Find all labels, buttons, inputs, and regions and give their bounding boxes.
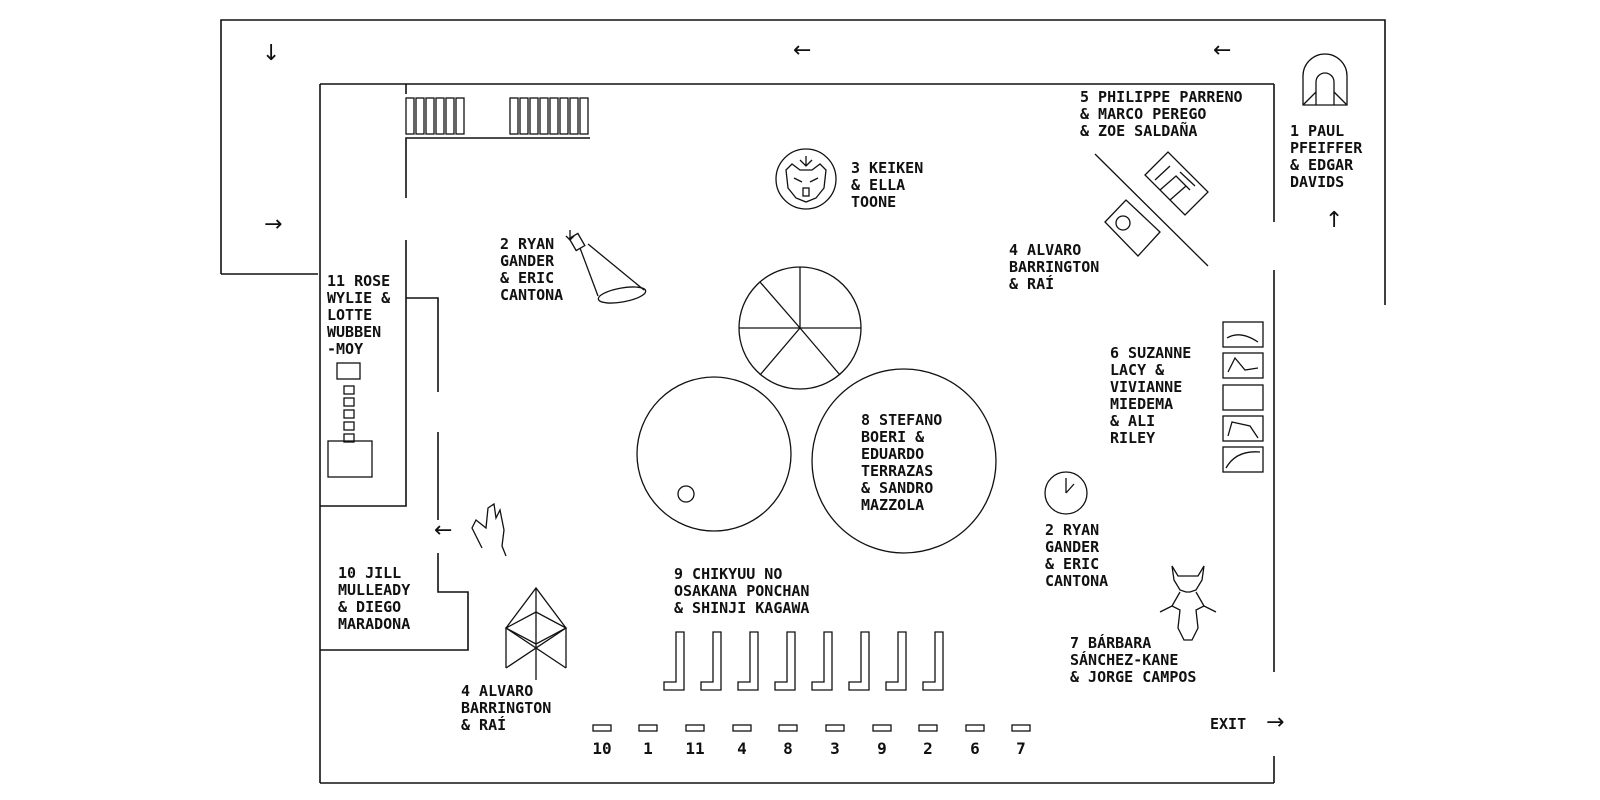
artwork-5-structure — [1094, 151, 1209, 267]
artwork-11-objects — [327, 362, 373, 478]
label-artwork-11: 11 ROSE WYLIE & LOTTE WUBBEN -MOY — [327, 272, 391, 358]
label-artwork-8: 8 STEFANO BOERI & EDUARDO TERRAZAS & SAN… — [861, 411, 943, 514]
label-artwork-6: 6 SUZANNE LACY & VIVIANNE MIEDEMA & ALI … — [1110, 344, 1192, 447]
bench-number: 8 — [783, 739, 793, 758]
corridor-walls — [220, 19, 1386, 305]
arrow-right-icon: → — [1266, 710, 1285, 735]
artwork-4-structure — [504, 586, 568, 680]
arrow-left-icon: ← — [793, 38, 812, 63]
label-artwork-7: 7 BÁRBARA SÁNCHEZ-KANE & JORGE CAMPOS — [1070, 634, 1197, 686]
bench-number: 10 — [592, 739, 612, 758]
exit-label: EXIT — [1210, 715, 1247, 733]
label-artwork-2-top: 2 RYAN GANDER & ERIC CANTONA — [500, 235, 564, 304]
artwork-9-hooks — [663, 631, 944, 691]
arrow-up-icon: ↑ — [1325, 208, 1344, 233]
gallery-walls — [319, 83, 1275, 784]
arrow-down-icon: ↓ — [262, 41, 281, 66]
label-artwork-4-bottom: 4 ALVARO BARRINGTON & RAÍ — [461, 682, 552, 734]
figure-icon — [1159, 565, 1217, 641]
label-artwork-10: 10 JILL MULLEADY & DIEGO MARADONA — [338, 564, 411, 633]
benches-top — [405, 97, 589, 135]
bench-number: 6 — [970, 739, 980, 758]
artwork-6-screens — [1222, 321, 1264, 473]
bench-legend-boxes — [592, 724, 1031, 732]
arch-icon — [1302, 53, 1348, 106]
bench-number: 3 — [830, 739, 840, 758]
label-artwork-1: 1 PAUL PFEIFFER & EDGAR DAVIDS — [1290, 122, 1363, 191]
clock-icon — [1044, 471, 1088, 515]
bench-number: 2 — [923, 739, 933, 758]
mask-icon — [775, 148, 837, 210]
bench-number: 4 — [737, 739, 747, 758]
bench-number: 9 — [877, 739, 887, 758]
arrow-left-icon: ← — [434, 518, 453, 543]
artwork-8-circles — [636, 266, 997, 554]
bench-number: 1 — [643, 739, 653, 758]
label-artwork-3: 3 KEIKEN & ELLA TOONE — [851, 159, 924, 211]
spotlight-icon — [565, 230, 647, 304]
label-artwork-5: 5 PHILIPPE PARRENO & MARCO PEREGO & ZOE … — [1080, 88, 1243, 140]
bench-number: 7 — [1016, 739, 1026, 758]
label-artwork-9: 9 CHIKYUU NO OSAKANA PONCHAN & SHINJI KA… — [674, 565, 810, 617]
label-artwork-2-bottom: 2 RYAN GANDER & ERIC CANTONA — [1045, 521, 1109, 590]
label-artwork-4-top: 4 ALVARO BARRINGTON & RAÍ — [1009, 241, 1100, 293]
arrow-left-icon: ← — [1213, 38, 1232, 63]
arrow-right-icon: → — [264, 212, 283, 237]
bench-number: 11 — [685, 739, 705, 758]
hand-icon — [471, 502, 507, 557]
